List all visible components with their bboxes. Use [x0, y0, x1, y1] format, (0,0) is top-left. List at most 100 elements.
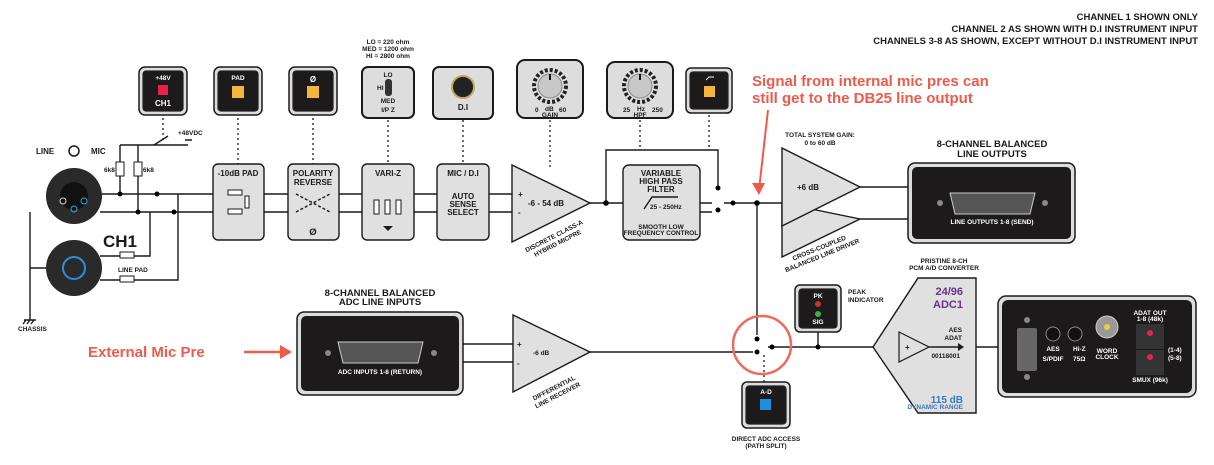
line-outputs-title-1: 8-CHANNEL BALANCED [937, 139, 1048, 150]
dynamic-range: 115 dB [931, 395, 963, 406]
dynamic-range-label: DYNAMIC RANGE [907, 404, 963, 411]
spdif-label: S/PDIF [1043, 356, 1064, 363]
adat-label-1: ADAT OUT [1133, 310, 1166, 317]
variz-hi: HI [377, 85, 384, 92]
adc-inputs-db25[interactable]: 8-CHANNEL BALANCED ADC LINE INPUTS ADC I… [296, 288, 464, 396]
polarity-title-1: POLARITY [293, 169, 334, 178]
highlight-circle [731, 314, 793, 376]
aes-connector-icon[interactable] [1045, 326, 1061, 342]
pad-block: -10dB PAD [212, 163, 265, 241]
wordclock-label-1: WORD [1097, 348, 1118, 355]
phantom-label: +48V [155, 75, 171, 82]
annotation-arrow-icon [758, 109, 769, 191]
plus: + [518, 190, 523, 199]
annotation-line-2: still get to the DB25 line output [752, 90, 973, 107]
polarity-symbol: Ø [309, 227, 316, 238]
adat-label-2: 1-8 (48k) [1137, 316, 1163, 323]
adat-out-label: ADAT [944, 335, 962, 342]
filter-in-button[interactable] [685, 67, 733, 114]
resistor-label: 6k8 [143, 167, 154, 174]
adc-inputs-title-1: 8-CHANNEL BALANCED [325, 288, 436, 299]
line-receiver: + - -6 dB DIFFERENTIAL LINE RECEIVER [512, 313, 592, 410]
polarity-led-icon [307, 86, 319, 98]
ground-icon [383, 226, 393, 231]
chassis-label: CHASSIS [18, 326, 48, 333]
pad-block-title: -10dB PAD [218, 169, 259, 178]
gain-label: GAIN [542, 112, 559, 119]
hpf-unit: Hz [637, 106, 646, 113]
hpf-min: 25 [623, 107, 631, 114]
input-section: LINE MIC +48VDC 6k8 6k8 CH1 LINE PAD CHA… [18, 130, 203, 333]
di-label: D.I [458, 103, 468, 112]
hpf-title-2: HIGH PASS [639, 177, 683, 186]
hpf-title-3: FILTER [647, 185, 675, 194]
vari-z-switch[interactable]: LO = 220 ohm MED = 1200 ohm HI = 2800 oh… [361, 39, 415, 119]
polarity-button-label: Ø [310, 75, 316, 84]
polarity-block: POLARITY REVERSE Ø [287, 163, 340, 241]
line-pad-label: LINE PAD [118, 267, 148, 274]
db9-connector-icon[interactable] [1017, 328, 1037, 371]
wordclock-label-2: CLOCK [1095, 354, 1118, 361]
adat-optical-2-icon[interactable] [1136, 350, 1164, 375]
pk-label: PK [813, 293, 822, 300]
total-gain-range: 0 to 60 dB [804, 140, 835, 147]
note-1: CHANNEL 1 SHOWN ONLY [1077, 12, 1199, 23]
annotation-line-1: Signal from internal mic pres can [752, 73, 989, 90]
direct-adc-button[interactable]: A-D DIRECT ADC ACCESS (PATH SPLIT) [732, 381, 801, 450]
gain-knob[interactable]: 0 dB 60 GAIN [516, 59, 584, 119]
peak-led-icon [815, 301, 821, 307]
adat-optical-1-icon[interactable] [1136, 324, 1164, 349]
aes-label: AES [1046, 346, 1060, 353]
plus: + [517, 340, 522, 349]
sig-label: SIG [812, 319, 823, 326]
hpf-knob[interactable]: 25 Hz 250 HPF [606, 61, 674, 119]
variz-ipz-label: I/P Z [381, 107, 395, 114]
pad-button-label: PAD [231, 75, 245, 82]
phantom-channel-label: CH1 [155, 99, 172, 108]
variz-block-title: VARI-Z [375, 169, 401, 178]
converter-name: ADC1 [933, 299, 963, 311]
receiver-gain: -6 dB [533, 350, 550, 357]
di-input-jack[interactable]: D.I [432, 66, 494, 120]
direct-adc-caption-2: (PATH SPLIT) [745, 443, 786, 450]
external-annotation: External Mic Pre [88, 344, 292, 361]
line-outputs-title-2: LINE OUTPUTS [957, 149, 1027, 160]
hpf-label: HPF [634, 112, 647, 119]
channel-notes: CHANNEL 1 SHOWN ONLY CHANNEL 2 AS SHOWN … [873, 12, 1198, 47]
wires [29, 115, 998, 382]
part-number: 00118001 [931, 353, 960, 360]
hpf-block: VARIABLE HIGH PASS FILTER 25 - 250Hz SMO… [622, 164, 701, 241]
variz-lo: LO [383, 72, 392, 79]
resistor-label: 6k8 [104, 167, 115, 174]
ohm-label: 75Ω [1073, 356, 1085, 363]
pad-button[interactable]: PAD [213, 66, 263, 116]
phantom-dc-label: +48VDC [178, 130, 203, 137]
toggle-switch-icon [385, 79, 392, 96]
ad-button-label: A-D [760, 389, 772, 396]
variz-med: MED [381, 98, 396, 105]
adc-inputs-label: ADC INPUTS 1-8 (RETURN) [338, 369, 422, 376]
gain-max: 60 [559, 107, 567, 114]
digital-io-panel: AES S/PDIF Hi-Z 75Ω WORD CLOCK ADAT OUT … [997, 295, 1197, 398]
converter-rate: 24/96 [935, 286, 963, 298]
spdif-connector-icon[interactable] [1067, 326, 1083, 342]
ch14-label: (1-4) [1168, 347, 1182, 354]
polarity-button[interactable]: Ø [288, 66, 338, 116]
variz-hi-value: HI = 2800 ohm [366, 53, 410, 60]
line-outputs-db25[interactable]: 8-CHANNEL BALANCED LINE OUTPUTS LINE OUT… [907, 139, 1076, 244]
signal-led-icon [815, 311, 821, 317]
note-2: CHANNEL 2 AS SHOWN WITH D.I INSTRUMENT I… [952, 24, 1199, 35]
ad-led-icon [760, 399, 771, 410]
hpf-sub-2: FREQUENCY CONTROL [624, 230, 699, 237]
trs-jack-icon [46, 240, 102, 296]
hpf-sub-1: SMOOTH LOW [638, 224, 684, 231]
internal-annotation: Signal from internal mic pres can still … [752, 73, 989, 195]
smux-label: SMUX (96k) [1132, 377, 1168, 384]
peak-indicator: PK SIG PEAK INDICATOR [794, 284, 884, 333]
hpf-title-1: VARIABLE [641, 169, 682, 178]
mic-di-block: MIC / D.I AUTO SENSE SELECT [436, 163, 490, 241]
db25-connector-icon [949, 192, 1036, 215]
phantom-button[interactable]: +48V CH1 [138, 66, 188, 116]
converter-title-2: PCM A/D CONVERTER [909, 265, 979, 272]
